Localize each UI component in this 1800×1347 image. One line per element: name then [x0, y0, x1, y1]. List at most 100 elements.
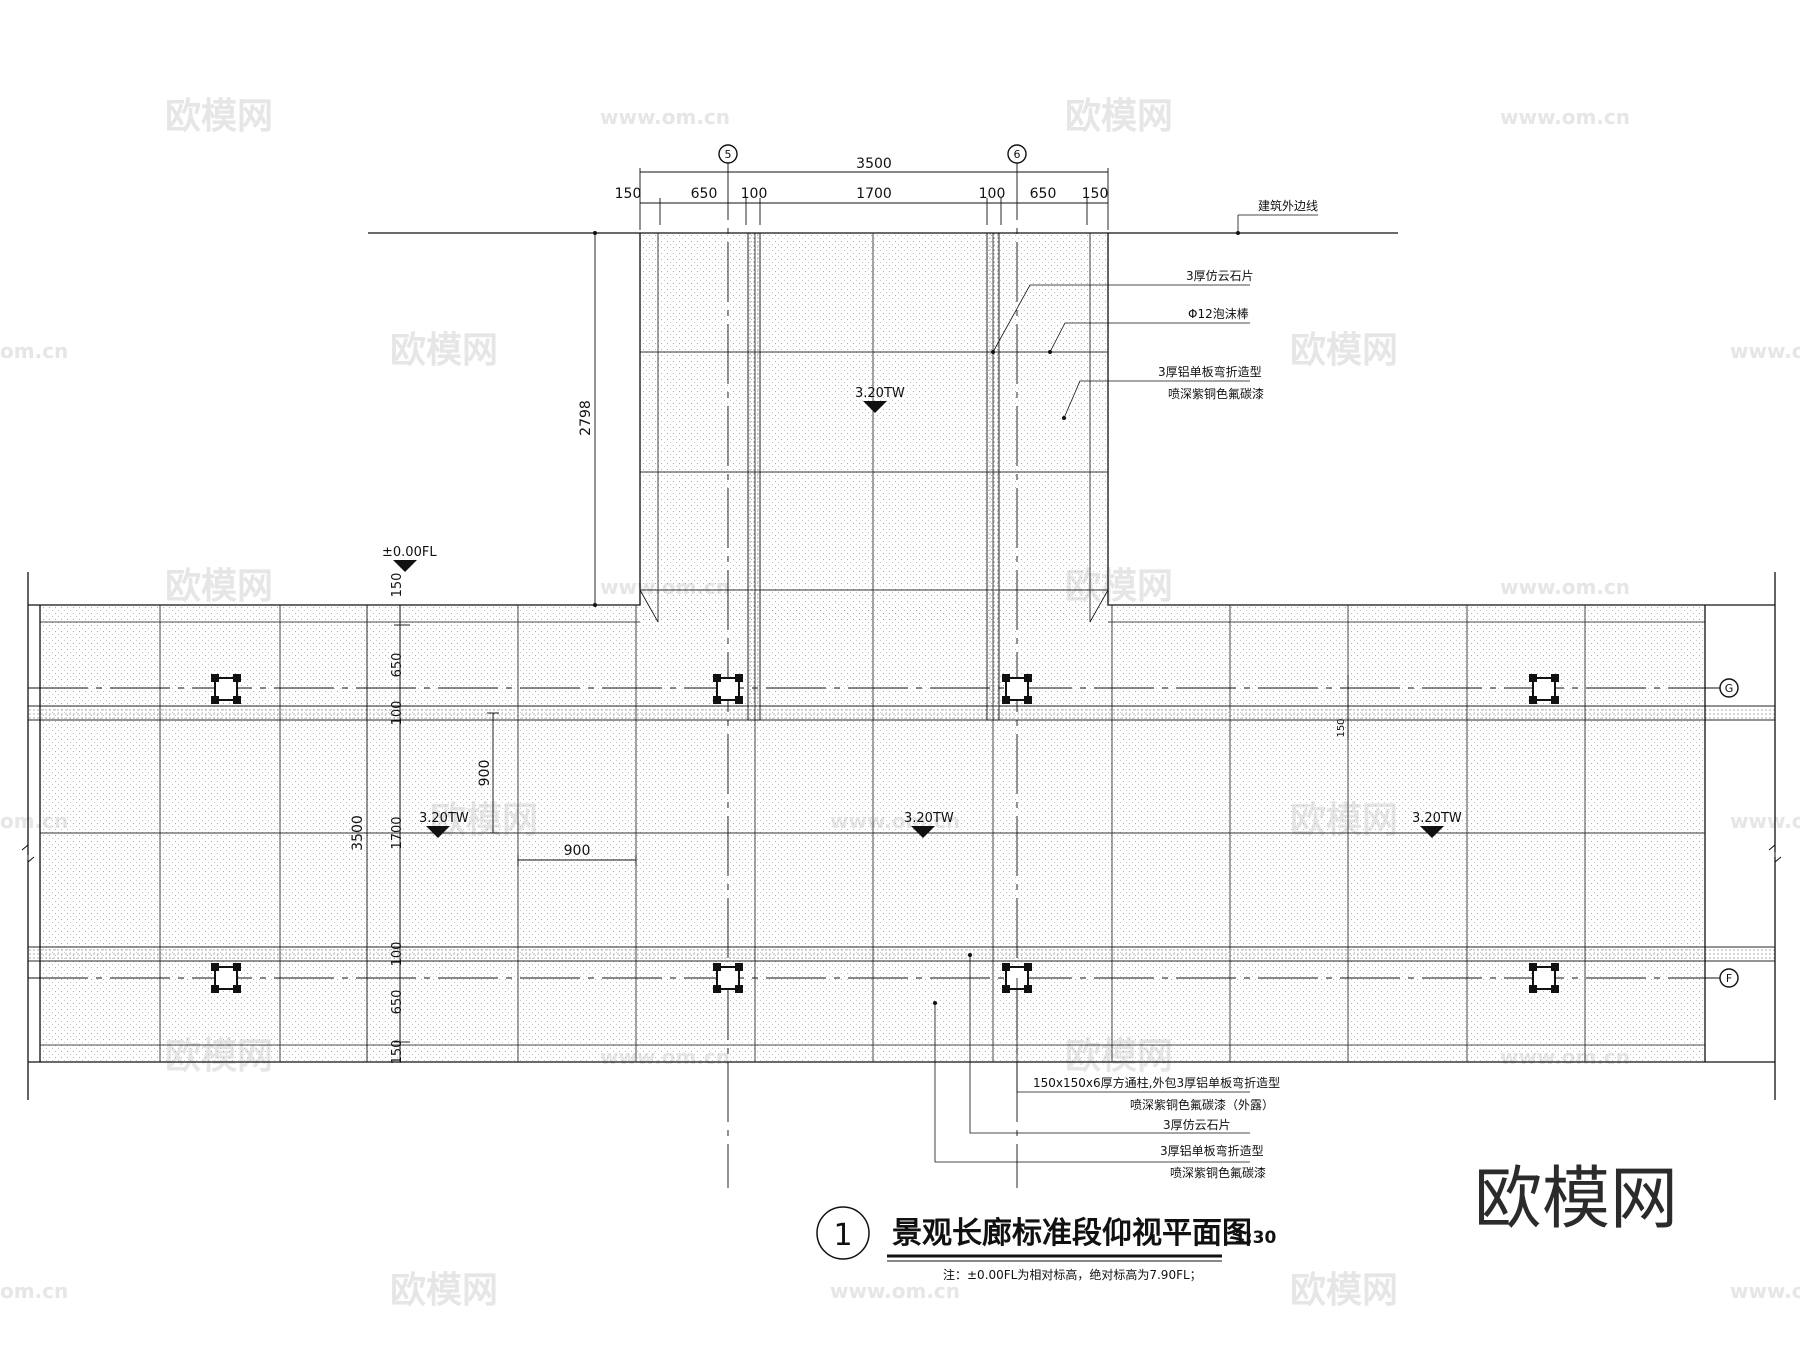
- dim-left-height: 2798: [578, 400, 594, 436]
- dim-panel-horizontal: 900: [564, 843, 591, 859]
- labels-upper: 3厚仿云石片 Φ12泡沫棒 3厚铝单板弯折造型 喷深紫铜色氟碳漆: [1158, 269, 1264, 401]
- leader-column: [1016, 978, 1250, 1093]
- leader-dot: [933, 1001, 937, 1005]
- leader-stone-lower: [969, 955, 1250, 1134]
- corner-chamfer: [639, 589, 659, 623]
- label-aluminum-lower-finish: 喷深紫铜色氟碳漆: [1170, 1165, 1266, 1180]
- leader-dot: [1048, 350, 1052, 354]
- watermark-site: www.om.cn: [1730, 339, 1800, 363]
- leader-dot: [1236, 231, 1240, 235]
- column: [713, 963, 743, 993]
- column: [713, 674, 743, 704]
- leader-aluminum: [1063, 380, 1250, 419]
- column: [211, 674, 241, 704]
- elevation-triangle: [393, 560, 417, 572]
- axis-bubble-g: [1719, 678, 1739, 698]
- axis-markers: 5 6 G F: [718, 144, 1739, 988]
- label-column-finish: 喷深紫铜色氟碳漆（外露）: [1130, 1097, 1274, 1112]
- dim-top-part: 100: [741, 186, 768, 202]
- building-line-label: 建筑外边线: [1258, 198, 1318, 213]
- dim-left-part: 150: [390, 1040, 405, 1065]
- watermark-site: www.om.cn: [1730, 1279, 1800, 1303]
- strip-left-vertical: [747, 232, 761, 721]
- watermark-site: www.om.cn: [1500, 575, 1630, 599]
- watermark-brand: 欧模网: [165, 96, 273, 137]
- axis-label-g: G: [1725, 682, 1734, 695]
- dim-left-part: 150: [390, 573, 405, 598]
- stone-panels: [40, 233, 1705, 1062]
- elevation-triangle: [426, 826, 450, 838]
- column: [1529, 674, 1559, 704]
- label-stone: 3厚仿云石片: [1186, 269, 1254, 283]
- label-aluminum-finish: 喷深紫铜色氟碳漆: [1168, 386, 1264, 401]
- top-dimensions: [639, 168, 1109, 230]
- dim-tick: [593, 603, 597, 607]
- axis-label-f: F: [1726, 972, 1732, 985]
- dim-top-part: 650: [691, 186, 718, 202]
- watermark-site: www.om.cn: [1730, 809, 1800, 833]
- axis-label-5: 5: [725, 148, 732, 161]
- watermark-brand: 欧模网: [390, 330, 498, 371]
- title-block: 1 景观长廊标准段仰视平面图 1:30 注：±0.00FL为相对标高，绝对标高为…: [816, 1206, 1276, 1282]
- column: [1529, 963, 1559, 993]
- dim-top-total: 3500: [856, 156, 892, 172]
- watermark-site: www.om.cn: [600, 105, 730, 129]
- dim-left-total: 3500: [350, 815, 366, 851]
- dim-top-part: 150: [1082, 186, 1109, 202]
- dim-left-part: 650: [390, 653, 405, 678]
- break-left: [21, 843, 35, 864]
- dim-top-part: 1700: [856, 186, 892, 202]
- label-aluminum-lower: 3厚铝单板弯折造型: [1160, 1143, 1264, 1158]
- leader-dot: [968, 953, 972, 957]
- axis-label-6: 6: [1014, 148, 1021, 161]
- label-rod: Φ12泡沫棒: [1188, 307, 1249, 321]
- column: [211, 963, 241, 993]
- dim-small-right: 150: [1336, 718, 1347, 737]
- watermark-site: www.om.cn: [1500, 105, 1630, 129]
- watermark-site: om.cn: [0, 1279, 68, 1303]
- elevation-marks: ±0.00FL 3.20TW 3.20TW 3.20TW 3.20TW: [382, 386, 1462, 838]
- watermark-site: om.cn: [0, 339, 68, 363]
- axis-bubble-5: [718, 144, 738, 164]
- title-circle: [816, 1206, 870, 1260]
- outline-right: [1107, 233, 1775, 606]
- axis-bubble-f: [1719, 968, 1739, 988]
- aluminum-strips: [27, 232, 1776, 962]
- columns: [211, 674, 1559, 993]
- leader-rod: [1049, 322, 1250, 353]
- watermark-brand: 欧模网: [1290, 1270, 1398, 1311]
- title-text: 景观长廊标准段仰视平面图: [892, 1216, 1252, 1251]
- left-dimensions: [360, 604, 410, 1063]
- axis-bubble-6: [1007, 144, 1027, 164]
- leaders-lower: [934, 955, 1250, 1163]
- elevation-ceiling-label: 3.20TW: [855, 386, 905, 401]
- labels-lower: 150x150x6厚方通柱,外包3厚铝单板弯折造型 喷深紫铜色氟碳漆（外露） 3…: [1033, 1075, 1280, 1180]
- brand-watermark-large: 欧模网: [1474, 1160, 1678, 1239]
- watermark-brand: 欧模网: [1065, 96, 1173, 137]
- dim-left-part: 650: [390, 990, 405, 1015]
- watermark-brand: 欧模网: [1290, 330, 1398, 371]
- dim-top-part: 150: [615, 186, 642, 202]
- elevation-ceiling-label: 3.20TW: [419, 811, 469, 826]
- left-height-dimension: 2798: [578, 231, 597, 607]
- watermark-brand: 欧模网: [390, 1270, 498, 1311]
- top-dimension-text: 3500 150 650 100 1700 100 650 150: [615, 156, 1109, 202]
- strip-upper: [27, 705, 1776, 721]
- elevation-triangle: [911, 826, 935, 838]
- column: [1002, 674, 1032, 704]
- elevation-ceiling-label: 3.20TW: [904, 811, 954, 826]
- title-note: 注：±0.00FL为相对标高，绝对标高为7.90FL；: [943, 1267, 1202, 1282]
- leader-dots-lower: [933, 953, 972, 1005]
- upper-panel-fill: [640, 233, 1108, 621]
- watermark-site: www.om.cn: [830, 1279, 960, 1303]
- leader-dot: [991, 350, 995, 354]
- leader-dot: [1062, 416, 1066, 420]
- label-column: 150x150x6厚方通柱,外包3厚铝单板弯折造型: [1033, 1075, 1280, 1090]
- elevation-triangle: [1420, 826, 1444, 838]
- dim-tick: [593, 231, 597, 235]
- panel-dimensions: 900 900 150: [477, 675, 1349, 866]
- dim-panel-vertical: 900: [477, 760, 493, 787]
- elevation-ceiling-label: 3.20TW: [1412, 811, 1462, 826]
- break-right: [1768, 843, 1782, 864]
- leader-dots-upper: [991, 350, 1066, 420]
